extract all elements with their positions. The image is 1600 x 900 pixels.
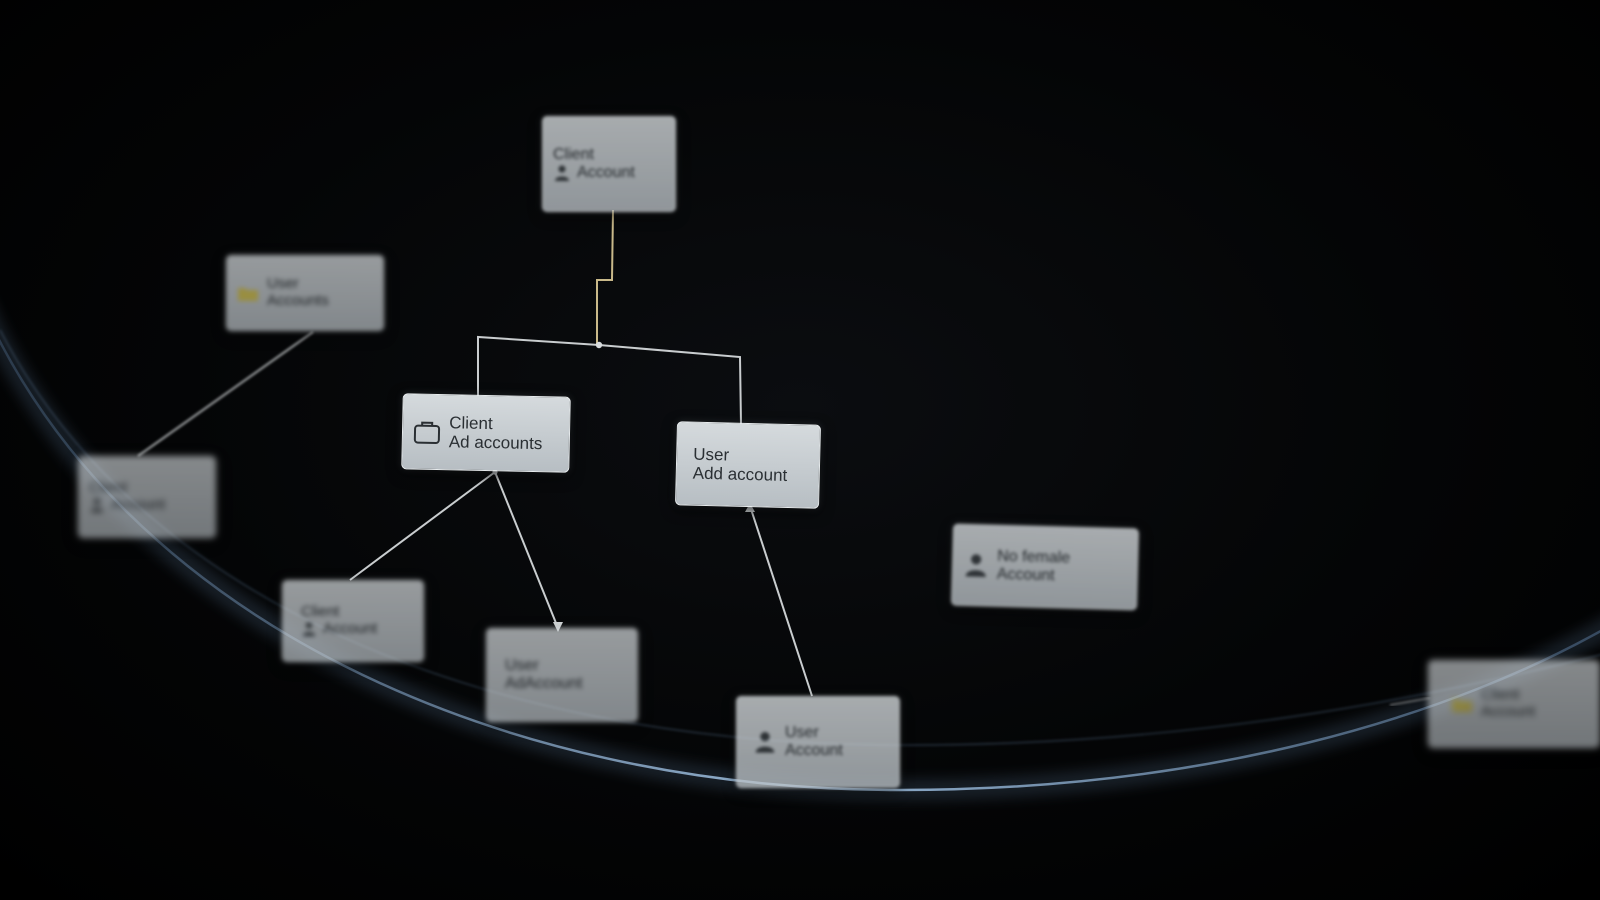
node-left-top-line1: User	[267, 275, 299, 293]
node-right-mid-line1: No female	[997, 547, 1071, 567]
node-bottom-left[interactable]: Client Account	[282, 580, 424, 662]
node-center-right-line1: User	[693, 444, 730, 465]
node-far-right[interactable]: Client Account	[1428, 660, 1600, 748]
node-left-mid-line1: Client	[89, 479, 128, 497]
person-icon	[553, 164, 571, 182]
node-bottom-left-line2: Account	[323, 620, 378, 637]
node-top[interactable]: Client Account	[542, 116, 676, 212]
connector-fr	[1389, 697, 1431, 706]
node-center-left[interactable]: Client Ad accounts	[401, 393, 571, 473]
connector-cr-br	[749, 505, 813, 697]
node-center-left-line2: Ad accounts	[448, 432, 543, 454]
arrow-bm	[553, 622, 563, 632]
node-bottom-right-line2: Account	[785, 742, 843, 759]
person-icon	[963, 552, 990, 579]
connector-cl-bm	[494, 471, 559, 629]
person-icon	[301, 621, 317, 637]
node-bottom-mid[interactable]: User AdAccount	[486, 628, 638, 722]
connector-cl-bl	[349, 471, 496, 581]
node-center-right-line2: Add account	[692, 463, 788, 485]
person-icon	[753, 730, 777, 754]
node-top-line1: Client	[553, 146, 594, 164]
node-left-top-line2: Accounts	[267, 292, 329, 309]
node-right-mid[interactable]: No female Account	[950, 523, 1140, 611]
connector-top	[596, 209, 614, 345]
node-bottom-right-line1: User	[785, 724, 819, 742]
connector-lt-lm	[137, 331, 314, 457]
node-bottom-mid-line1: User	[505, 657, 539, 675]
node-left-mid-line2: Account	[111, 496, 166, 513]
node-center-left-line1: Client	[449, 413, 493, 434]
node-bottom-mid-line2: AdAccount	[505, 675, 583, 692]
node-bottom-right[interactable]: User Account	[736, 696, 900, 788]
node-left-mid[interactable]: Client Account	[78, 456, 216, 538]
person-icon	[89, 497, 105, 513]
node-left-top[interactable]: User Accounts	[226, 255, 384, 331]
arrow-cr	[745, 503, 755, 512]
briefcase-icon	[413, 417, 442, 446]
node-bottom-left-line1: Client	[301, 603, 340, 621]
node-right-mid-line2: Account	[996, 565, 1055, 585]
folder-icon	[237, 283, 259, 303]
node-center-right[interactable]: User Add account	[674, 421, 822, 509]
arc-inner	[0, 329, 1600, 746]
folder-icon	[1451, 694, 1473, 714]
junction-dot	[595, 341, 603, 349]
node-top-line2: Account	[577, 164, 635, 181]
node-far-right-line1: Client	[1481, 686, 1520, 704]
node-far-right-line2: Account	[1481, 703, 1536, 720]
